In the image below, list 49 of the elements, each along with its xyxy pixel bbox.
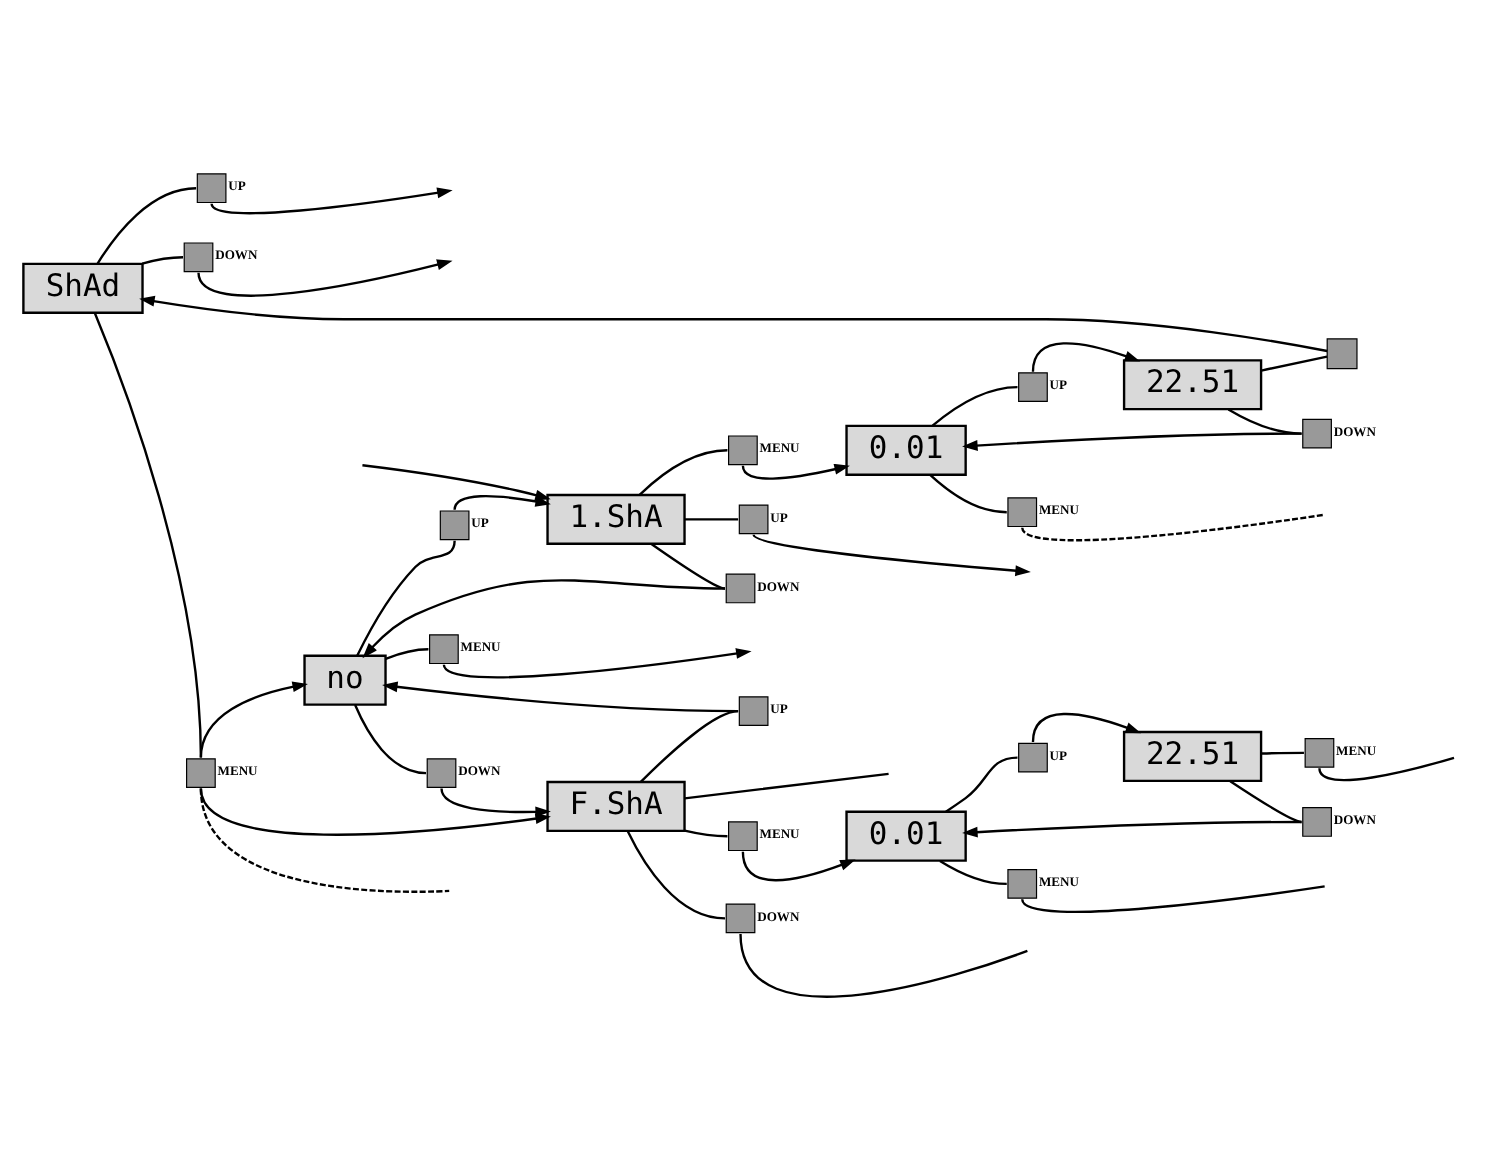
connector [938,859,1006,886]
connector [638,709,738,783]
connector [649,542,725,590]
connector [1260,751,1303,755]
connector [1260,355,1327,372]
node-box: 0.01 [844,810,966,862]
node-box: no [302,654,386,706]
connector [738,933,1027,998]
arrow [740,463,849,480]
connector [1228,780,1301,824]
arrow [198,681,307,758]
node-box [1325,338,1357,370]
connector [683,829,727,838]
connector [930,385,1017,427]
arrow [198,788,550,836]
connector [95,187,196,265]
arrow [1030,342,1140,372]
arrow [138,295,1327,353]
connector [141,256,183,265]
arrow [751,533,1030,577]
arrow [961,820,1301,838]
connector [355,540,455,657]
arrow [209,187,452,215]
node-box: 22.51 [1121,359,1262,411]
node-box: 22.51 [1121,730,1262,783]
node-box: ShAd [21,262,143,314]
connector [928,473,1006,514]
connector [198,788,449,893]
connector [1020,513,1324,542]
connector [625,830,725,920]
arrow [961,432,1301,451]
connector [637,449,727,496]
arrow [1030,712,1141,743]
arrow [441,648,751,679]
connector [1020,885,1324,913]
connector [384,648,428,660]
connector [353,704,426,775]
arrow [439,788,550,818]
connector [944,756,1017,813]
node-box: 1.ShA [545,493,685,545]
connector [683,772,888,800]
connector [683,518,738,521]
arrow [740,851,855,882]
arrow [381,681,738,713]
arrow [196,259,452,297]
arrow [361,579,725,659]
node-box: F.ShA [545,780,685,833]
node-box: 0.01 [844,424,966,476]
connector [1317,756,1454,782]
